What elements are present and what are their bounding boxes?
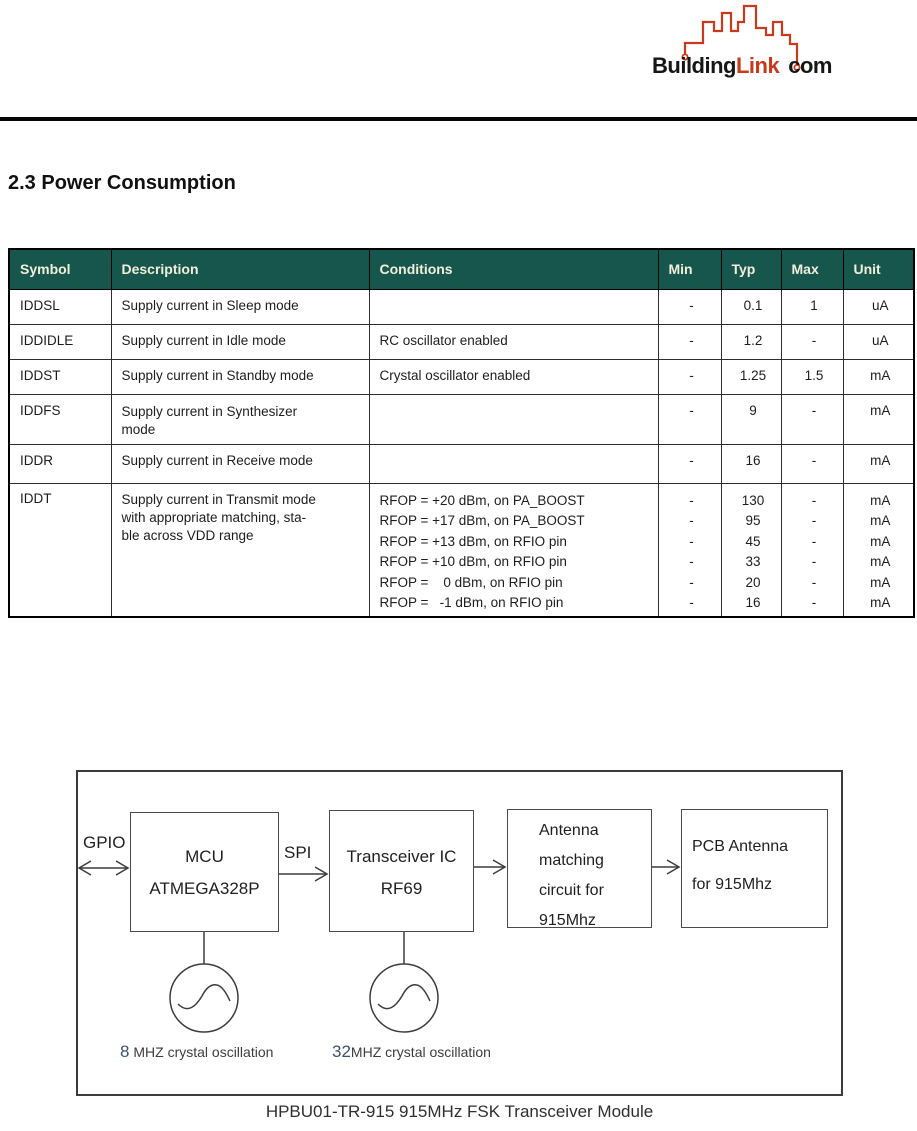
col-header-unit: Unit [842, 248, 915, 290]
cell-min: - [657, 393, 722, 445]
logo-word-link: Link [735, 53, 780, 78]
cell-unit: mA [842, 358, 915, 395]
sine-wave-icon [177, 983, 231, 1010]
col-header-symbol: Symbol [8, 248, 112, 290]
diagram-caption: HPBU01-TR-915 915MHz FSK Transceiver Mod… [265, 1102, 654, 1121]
table-row: IDDFS Supply current in Synthesizer mode… [8, 393, 915, 445]
cell-symbol: IDDT [8, 482, 112, 617]
spi-label: SPI [284, 843, 312, 862]
cell-unit: mA [842, 443, 915, 484]
pcb-antenna-block: PCB Antenna for 915Mhz [681, 809, 828, 928]
cell-conditions [368, 288, 659, 325]
cell-typ: 1.25 [720, 358, 782, 395]
gpio-arrow [78, 860, 130, 876]
cell-symbol: IDDST [8, 358, 112, 395]
cell-conditions [368, 443, 659, 484]
cell-max: - - - - - - [780, 482, 844, 617]
col-header-typ: Typ [720, 248, 782, 290]
spi-arrow [279, 866, 329, 882]
block-diagram: GPIO SPI MCU ATMEGA328P Transceiver IC R… [76, 770, 843, 1096]
cell-unit: mA mA mA mA mA mA [842, 482, 915, 617]
cell-max: 1 [780, 288, 844, 325]
antenna-matching-block: Antenna matching circuit for 915Mhz [507, 809, 652, 929]
mcu-label-line1: MCU [185, 847, 224, 866]
cell-min: - - - - - - [657, 482, 722, 617]
transceiver-label-line2: RF69 [380, 879, 423, 898]
cell-description: Supply current in Standby mode [110, 358, 370, 395]
cell-symbol: IDDIDLE [8, 323, 112, 360]
cell-typ: 9 [720, 393, 782, 445]
table-header-row: Symbol Description Conditions Min Typ Ma… [8, 248, 915, 290]
cell-symbol: IDDSL [8, 288, 112, 325]
col-header-max: Max [780, 248, 844, 290]
cell-unit: mA [842, 393, 915, 445]
logo-word-building: Building [652, 53, 736, 78]
cell-max: - [780, 323, 844, 360]
sine-wave-icon [377, 983, 431, 1010]
oscillator-2-label: 32MHZ crystal oscillation [332, 1042, 491, 1061]
logo-word-com: com [788, 53, 832, 78]
cell-max: - [780, 443, 844, 484]
cell-description: Supply current in Transmit mode with app… [110, 482, 370, 617]
mcu-label-line2: ATMEGA328P [149, 879, 260, 898]
cell-conditions: RC oscillator enabled [368, 323, 659, 360]
cell-typ: 130 95 45 33 20 16 [720, 482, 782, 617]
arrow-transceiver-to-antenna [474, 859, 507, 875]
cell-description: Supply current in Sleep mode [110, 288, 370, 325]
cell-conditions: Crystal oscillator enabled [368, 358, 659, 395]
table-row: IDDSL Supply current in Sleep mode - 0.1… [8, 288, 915, 325]
cell-symbol: IDDR [8, 443, 112, 484]
cell-conditions: RFOP = +20 dBm, on PA_BOOST RFOP = +17 d… [368, 482, 659, 617]
col-header-min: Min [657, 248, 722, 290]
col-header-conditions: Conditions [368, 248, 659, 290]
cell-min: - [657, 443, 722, 484]
section-title: 2.3 Power Consumption [8, 172, 236, 194]
cell-min: - [657, 323, 722, 360]
table-row: IDDIDLE Supply current in Idle mode RC o… [8, 323, 915, 360]
mcu-block: MCU ATMEGA328P [130, 812, 279, 932]
cell-typ: 16 [720, 443, 782, 484]
cell-unit: uA [842, 323, 915, 360]
power-consumption-table: Symbol Description Conditions Min Typ Ma… [8, 248, 915, 618]
cell-description: Supply current in Idle mode [110, 323, 370, 360]
col-header-description: Description [110, 248, 370, 290]
cell-typ: 0.1 [720, 288, 782, 325]
cell-max: 1.5 [780, 358, 844, 395]
oscillator-1-circle [169, 963, 239, 1033]
arrow-antenna-to-pcb [652, 859, 681, 875]
cell-min: - [657, 358, 722, 395]
table-row: IDDST Supply current in Standby mode Cry… [8, 358, 915, 395]
cell-min: - [657, 288, 722, 325]
oscillator-2-circle [369, 963, 439, 1033]
cell-unit: uA [842, 288, 915, 325]
transceiver-block: Transceiver IC RF69 [329, 810, 474, 932]
table-row: IDDR Supply current in Receive mode - 16… [8, 443, 915, 484]
cell-description: Supply current in Receive mode [110, 443, 370, 484]
transceiver-label-line1: Transceiver IC [346, 847, 457, 866]
cell-typ: 1.2 [720, 323, 782, 360]
cell-symbol: IDDFS [8, 393, 112, 445]
cell-max: - [780, 393, 844, 445]
diagram-connectors [78, 859, 681, 1033]
header-divider-rule [0, 117, 917, 121]
gpio-label: GPIO [83, 833, 126, 852]
table-row: IDDT Supply current in Transmit mode wit… [8, 482, 915, 617]
cell-conditions [368, 393, 659, 445]
cell-description: Supply current in Synthesizer mode [110, 393, 370, 445]
city-skyline-icon [681, 4, 801, 72]
oscillator-1-label: 8 MHZ crystal oscillation [120, 1042, 274, 1061]
